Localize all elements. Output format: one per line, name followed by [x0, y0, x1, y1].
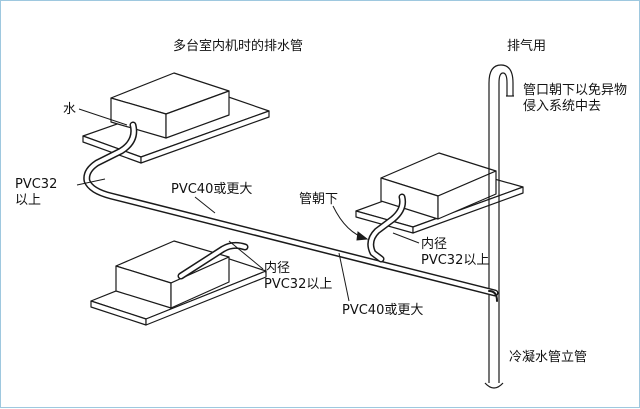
drain-pipes: [83, 121, 499, 302]
indoor-unit-top-left: [82, 72, 270, 164]
label-water: 水: [63, 102, 77, 117]
label-condensate-riser: 冷凝水管立管: [509, 350, 588, 365]
label-pvc32-left: PVC32 以上: [15, 177, 57, 209]
diagram-title: 多台室内机时的排水管: [173, 39, 304, 54]
label-inner-diameter-mid-line2: PVC32以上: [264, 277, 333, 292]
leader-lines: [76, 108, 420, 302]
condensate-riser: [488, 64, 514, 383]
label-pvc40-bottom: PVC40或更大: [342, 303, 424, 318]
label-pipe-down: 管朝下: [299, 192, 339, 207]
label-inner-diameter-right-line1: 内径: [421, 237, 448, 252]
label-pipe-opening-note-line1: 管口朝下以免异物: [523, 83, 628, 98]
label-inner-diameter-right: 内径 PVC32以上: [421, 237, 489, 269]
indoor-unit-bottom-left: [90, 240, 267, 326]
indoor-unit-right: [355, 152, 524, 234]
label-pvc32-left-line1: PVC32: [15, 177, 58, 192]
label-pvc40-top: PVC40或更大: [171, 182, 253, 197]
label-inner-diameter-mid: 内径 PVC32以上: [264, 261, 332, 293]
label-exhaust: 排气用: [507, 39, 547, 54]
label-inner-diameter-mid-line1: 内径: [264, 261, 291, 276]
label-pipe-opening-note: 管口朝下以免异物 侵入系统中去: [523, 83, 635, 115]
label-inner-diameter-right-line2: PVC32以上: [421, 253, 490, 268]
label-pipe-opening-note-line2: 侵入系统中去: [523, 99, 602, 114]
label-pvc32-left-line2: 以上: [15, 193, 42, 208]
